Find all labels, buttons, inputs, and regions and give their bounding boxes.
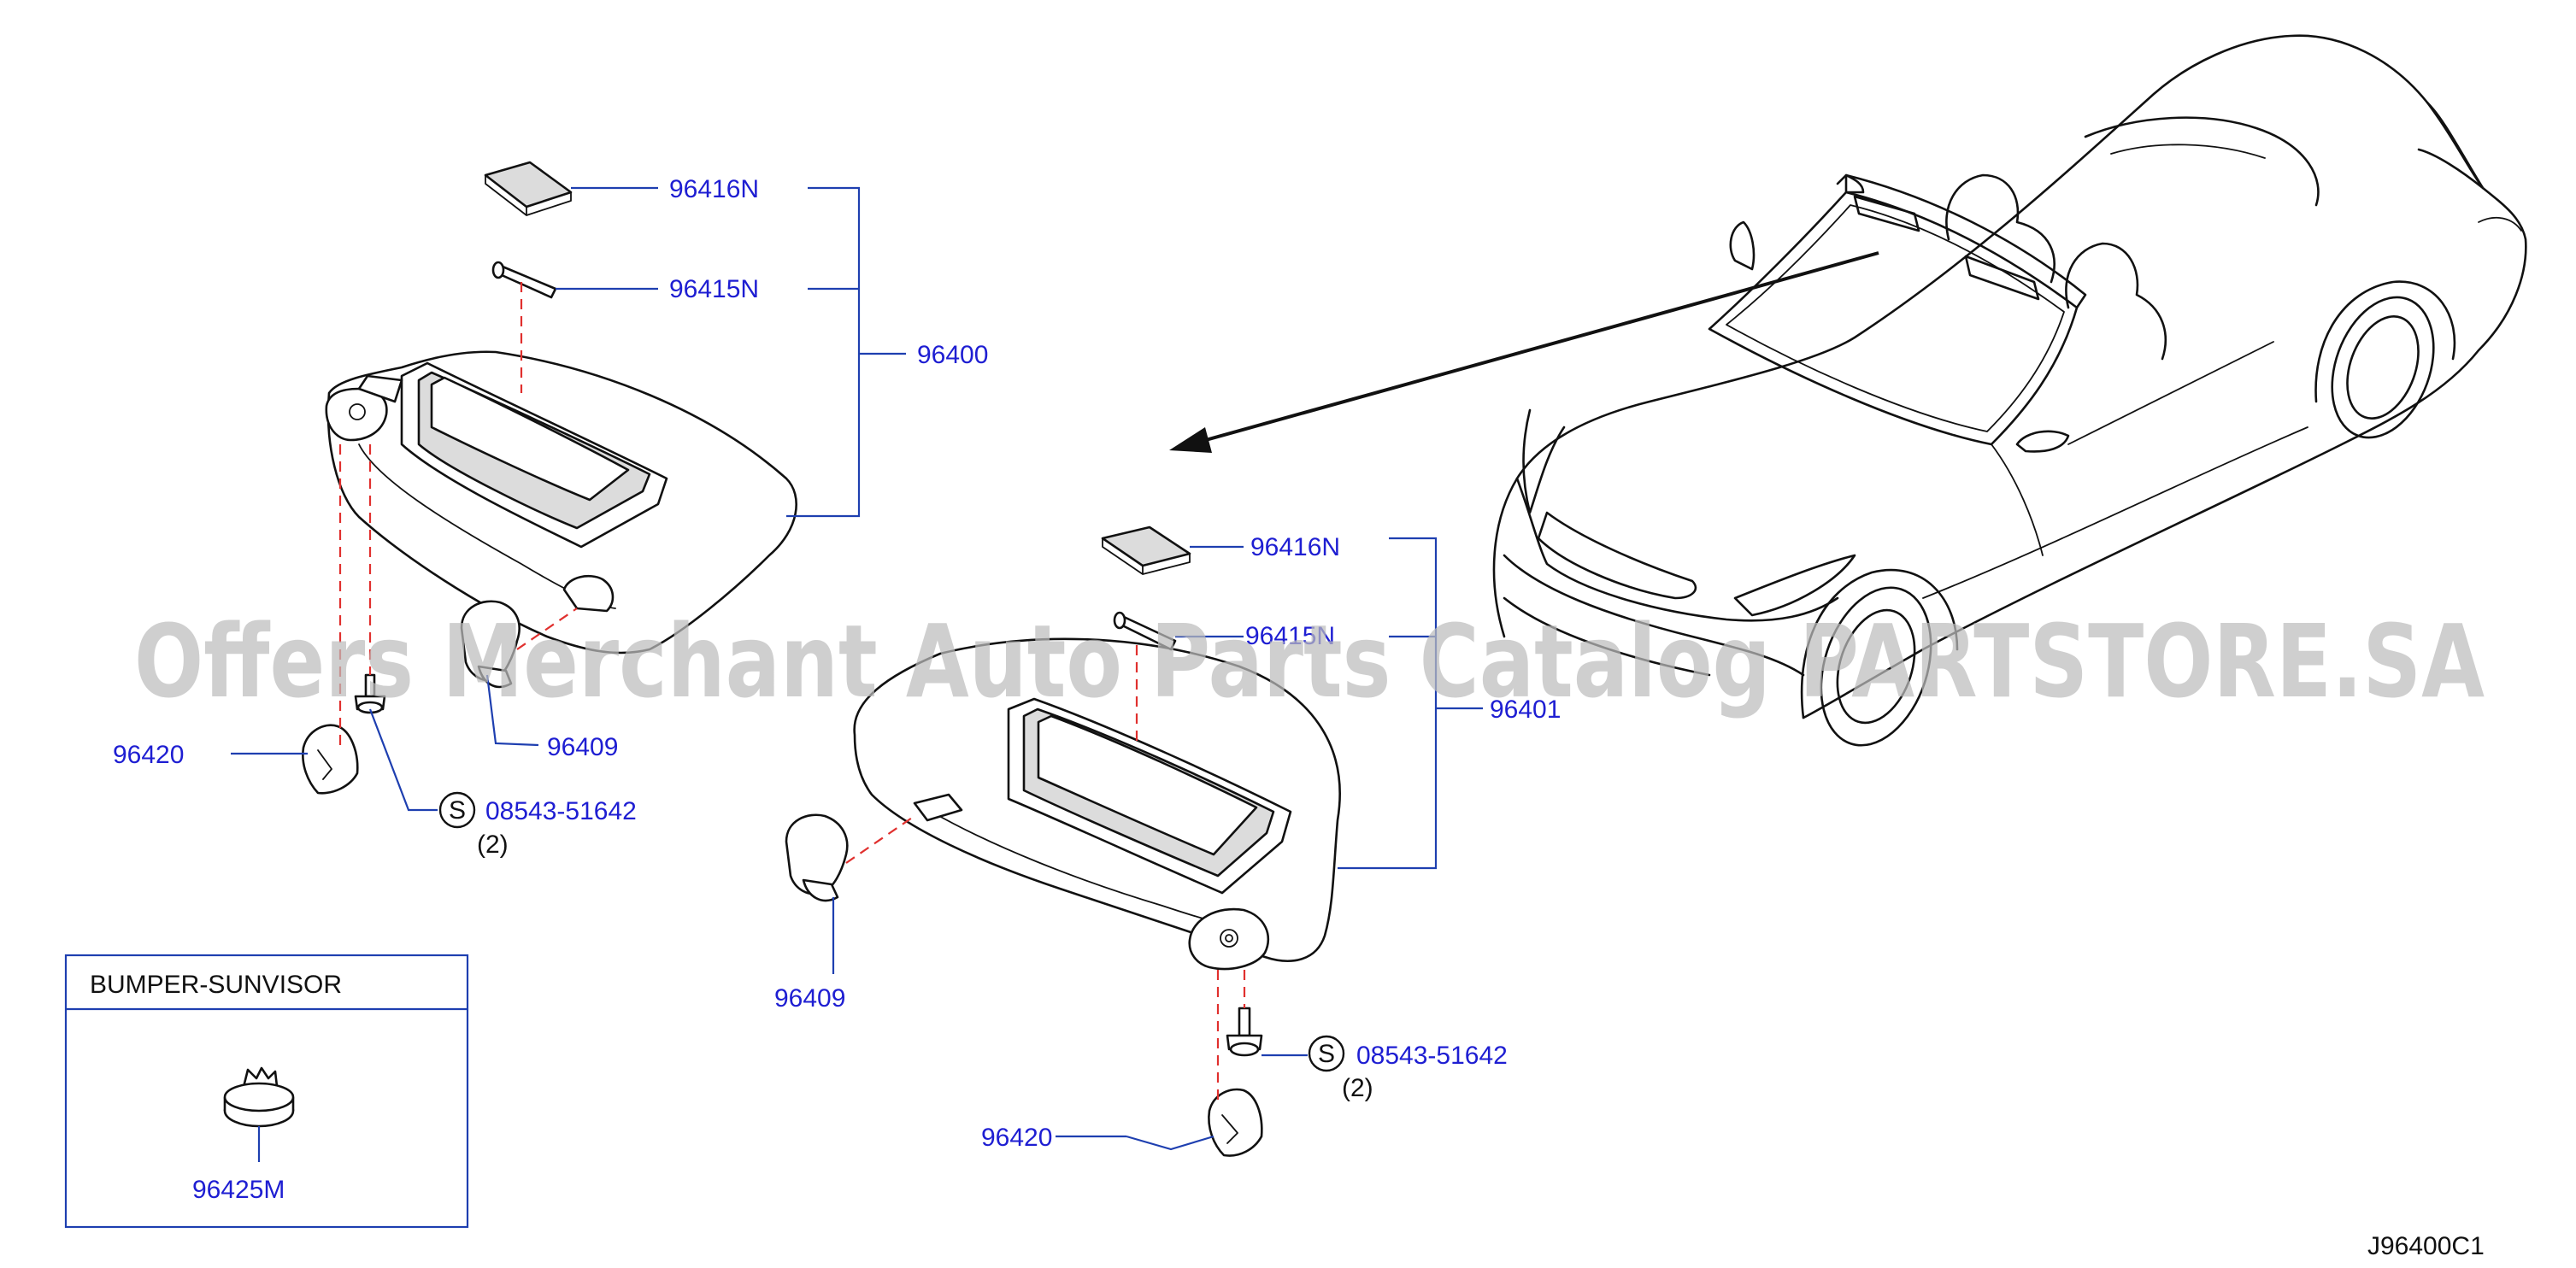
right-leaders xyxy=(832,537,1483,1151)
left-cover-label[interactable]: 96420 xyxy=(113,741,184,769)
left-mirror-cover-label[interactable]: 96416N xyxy=(669,175,759,203)
location-arrow xyxy=(1169,251,1879,453)
screw-standard-icon xyxy=(438,791,476,829)
left-screw-symbol: S xyxy=(449,796,466,825)
right-sunvisor-drawing xyxy=(785,525,1341,1157)
right-screw-symbol: S xyxy=(1318,1040,1335,1068)
right-lamp-label[interactable]: 96415N xyxy=(1245,622,1335,650)
left-holder-label[interactable]: 96409 xyxy=(547,733,618,761)
right-screw-callout: S 08543-51642 (2) xyxy=(1308,1035,1508,1102)
right-screw-qty: (2) xyxy=(1342,1074,1373,1102)
inset-title: BUMPER-SUNVISOR xyxy=(90,971,342,999)
left-screw-qty: (2) xyxy=(477,831,509,859)
right-holder-label[interactable]: 96409 xyxy=(774,984,845,1013)
right-cover-label[interactable]: 96420 xyxy=(981,1124,1052,1152)
bumper-part-drawing xyxy=(223,1066,295,1128)
left-leaders xyxy=(231,186,906,812)
left-assembly-label[interactable]: 96400 xyxy=(917,341,988,369)
right-mirror-cover-label[interactable]: 96416N xyxy=(1250,533,1340,561)
right-assembly-label[interactable]: 96401 xyxy=(1490,696,1561,724)
watermark: Offers Merchant Auto Parts Catalog PARTS… xyxy=(134,602,2485,720)
inset-part-label[interactable]: 96425M xyxy=(192,1176,285,1204)
diagram-id: J96400C1 xyxy=(2367,1232,2485,1260)
left-screw-label[interactable]: 08543-51642 xyxy=(485,797,637,825)
screw-standard-icon xyxy=(1308,1035,1345,1072)
left-sunvisor-drawing xyxy=(302,161,797,795)
right-screw-label[interactable]: 08543-51642 xyxy=(1356,1042,1508,1070)
car-illustration xyxy=(1492,34,2527,747)
bumper-sunvisor-inset: BUMPER-SUNVISOR 96425M xyxy=(64,954,469,1229)
left-lamp-label[interactable]: 96415N xyxy=(669,275,759,303)
left-screw-callout: S 08543-51642 (2) xyxy=(438,791,637,859)
